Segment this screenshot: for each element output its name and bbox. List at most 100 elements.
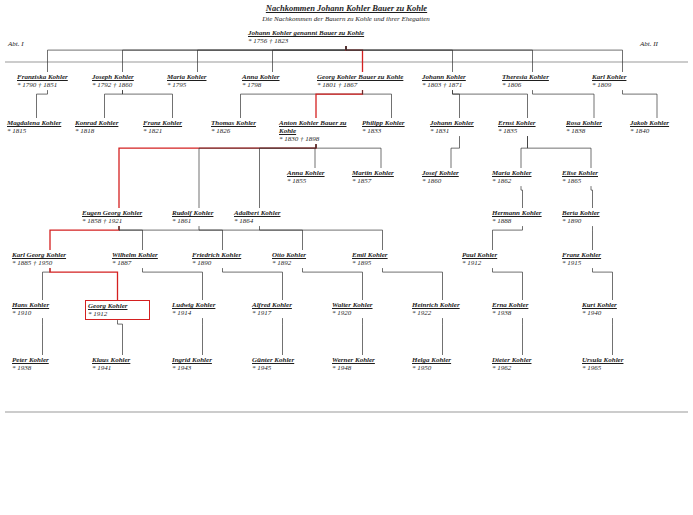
- life-dates: * 1948: [332, 364, 393, 372]
- life-dates: * 1795: [167, 81, 228, 89]
- person-entry: Jakob Kohler* 1840: [628, 118, 686, 136]
- descent-line: [612, 318, 613, 355]
- person-name: Johann Kohler genannt Bauer zu Kohle: [248, 29, 444, 37]
- person-entry: Elise Kohler* 1865: [560, 168, 622, 186]
- descent-line: [273, 46, 347, 72]
- person-name: Georg Kohler: [88, 302, 147, 310]
- life-dates: * 1915: [562, 259, 623, 267]
- life-dates: * 1833: [362, 127, 421, 135]
- descent-line: [119, 226, 223, 250]
- life-dates: * 1815: [7, 127, 66, 135]
- person-entry: Friedrich Kohler* 1890: [190, 250, 255, 268]
- life-dates: * 1917: [252, 309, 313, 317]
- person-name: Eugen Georg Kohler: [82, 209, 156, 217]
- person-entry: Ingrid Kohler* 1943: [170, 355, 235, 373]
- person-name: Hermann Kohler: [492, 209, 553, 217]
- person-name: Rosa Kohler: [566, 119, 622, 127]
- person-entry: Emil Kohler* 1895: [350, 250, 415, 268]
- descent-line: [42, 318, 43, 355]
- descent-line: [118, 320, 123, 355]
- person-name: Wilhelm Kohler: [112, 251, 173, 259]
- person-entry: Werner Kohler* 1948: [330, 355, 395, 373]
- descent-line: [43, 268, 51, 300]
- descent-line: [493, 226, 523, 250]
- person-entry: Anton Kohler Bauer zu Kohle* 1830 † 1898: [277, 118, 355, 144]
- person-entry: Maria Kohler* 1795: [165, 72, 230, 90]
- life-dates: * 1831: [430, 127, 489, 135]
- life-dates: * 1890: [562, 217, 623, 225]
- life-dates: * 1865: [562, 177, 620, 185]
- person-entry: Paul Kohler* 1912: [460, 250, 525, 268]
- life-dates: * 1858 † 1921: [82, 217, 156, 225]
- life-dates: * 1920: [332, 309, 393, 317]
- person-name: Günter Kohler: [252, 356, 313, 364]
- person-name: Maria Kohler: [167, 73, 228, 81]
- life-dates: * 1826: [211, 127, 270, 135]
- person-name: Philipp Kohler: [362, 119, 421, 127]
- life-dates: * 1821: [143, 127, 202, 135]
- person-entry: Helga Kohler* 1950: [410, 355, 475, 373]
- descent-line: [593, 268, 613, 300]
- person-name: Magdalena Kohler: [7, 119, 66, 127]
- descent-line: [592, 226, 593, 250]
- person-entry: Johann Kohler genannt Bauer zu Kohle* 17…: [246, 28, 446, 46]
- descent-line: [493, 268, 523, 300]
- person-entry: Otto Kohler* 1892: [270, 250, 335, 268]
- person-name: Erna Kohler: [492, 301, 553, 309]
- person-name: Anna Kohler: [242, 73, 303, 81]
- person-name: Paul Kohler: [462, 251, 523, 259]
- person-entry: Ursula Kohler* 1965: [580, 355, 645, 373]
- person-name: Franziska Kohler: [17, 73, 78, 81]
- person-name: Walter Kohler: [332, 301, 393, 309]
- life-dates: * 1943: [172, 364, 233, 372]
- person-name: Klaus Kohler: [92, 356, 153, 364]
- descent-line: [521, 136, 528, 168]
- person-entry: Franziska Kohler* 1790 † 1851: [15, 72, 80, 90]
- life-dates: * 1803 † 1871: [422, 81, 483, 89]
- person-name: Peter Kohler: [12, 356, 73, 364]
- person-entry: Dieter Kohler* 1962: [490, 355, 555, 373]
- person-name: Joseph Kohler: [92, 73, 153, 81]
- life-dates: * 1756 † 1823: [248, 37, 444, 45]
- life-dates: * 1792 † 1860: [92, 81, 153, 89]
- life-dates: * 1798: [242, 81, 303, 89]
- descent-line: [48, 46, 347, 72]
- life-dates: * 1790 † 1851: [17, 81, 78, 89]
- note-label: Abt. I: [8, 40, 24, 48]
- life-dates: * 1941: [92, 364, 153, 372]
- person-entry: Thomas Kohler* 1826: [209, 118, 272, 136]
- person-name: Georg Kohler Bauer zu Kohle: [317, 73, 408, 81]
- person-entry: Hans Kohler* 1910: [10, 300, 75, 318]
- person-entry: Eugen Georg Kohler* 1858 † 1921: [80, 208, 158, 226]
- person-entry: Günter Kohler* 1945: [250, 355, 315, 373]
- life-dates: * 1861: [172, 217, 226, 225]
- descent-line: [123, 90, 173, 118]
- lineage-line: [50, 268, 118, 300]
- life-dates: * 1914: [172, 309, 233, 317]
- descent-line: [260, 226, 383, 250]
- person-name: Franz Kohler: [562, 251, 623, 259]
- person-entry: Martin Kohler* 1857: [350, 168, 412, 186]
- person-name: Hans Kohler: [12, 301, 73, 309]
- life-dates: * 1860: [422, 177, 480, 185]
- person-entry: Theresia Kohler* 1806: [500, 72, 565, 90]
- descent-line: [591, 186, 593, 208]
- descent-line: [202, 318, 203, 355]
- person-entry: Ernst Kohler* 1835: [496, 118, 559, 136]
- descent-line: [346, 46, 623, 72]
- person-name: Ursula Kohler: [582, 356, 643, 364]
- life-dates: * 1950: [412, 364, 473, 372]
- person-name: Konrad Kohler: [75, 119, 134, 127]
- person-entry: Rudolf Kohler* 1861: [170, 208, 228, 226]
- life-dates: * 1940: [582, 309, 643, 317]
- life-dates: * 1912: [88, 310, 147, 318]
- person-entry: Joseph Kohler* 1792 † 1860: [90, 72, 155, 90]
- note-label: Abt. II: [640, 40, 658, 48]
- descent-line: [119, 226, 143, 250]
- life-dates: * 1885 † 1950: [12, 259, 88, 267]
- descent-line: [383, 268, 443, 300]
- person-entry: Heinrich Kohler* 1922: [410, 300, 475, 318]
- ruling-line: [5, 412, 688, 413]
- person-entry: Franz Kohler* 1821: [141, 118, 204, 136]
